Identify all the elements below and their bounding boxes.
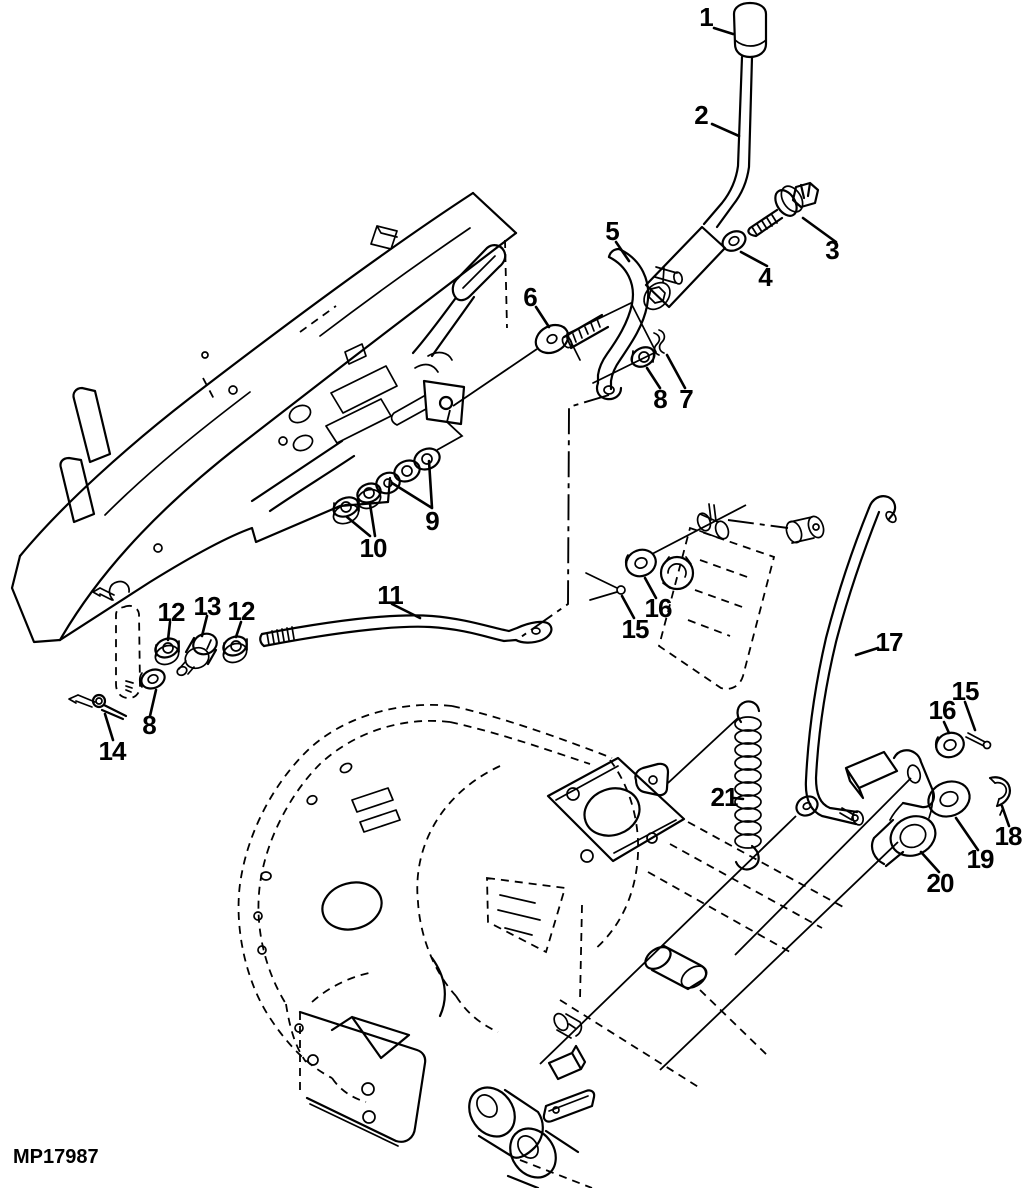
nut-12-left <box>154 637 180 666</box>
callout-4: 4 <box>758 262 773 292</box>
callout-3: 3 <box>825 235 840 265</box>
bushing-13 <box>176 632 218 677</box>
callout-1: 1 <box>699 2 714 32</box>
alignment-centerline-bracket-to-rod <box>520 394 610 638</box>
callout-17: 17 <box>875 627 904 657</box>
callout-15-left: 15 <box>621 614 650 644</box>
callout-18: 18 <box>994 821 1023 851</box>
callout-5: 5 <box>605 216 620 246</box>
cam-lever <box>785 495 897 826</box>
callout-16-left: 16 <box>644 593 673 623</box>
washer-16-right <box>934 731 965 759</box>
extension-spring <box>667 700 762 871</box>
shift-lever-knob <box>732 1 768 59</box>
shift-rod <box>259 614 553 648</box>
frame-assembly <box>10 191 518 644</box>
shift-lever <box>643 55 754 311</box>
nuts-10 <box>332 482 382 525</box>
assembly-centerlines <box>539 777 912 1071</box>
snap-ring-18 <box>988 776 1011 816</box>
cotter-clip-7 <box>653 329 666 356</box>
nut-8 <box>630 346 656 368</box>
callout-2: 2 <box>694 100 709 130</box>
callout-7: 7 <box>679 384 694 414</box>
callout-21: 21 <box>710 782 739 812</box>
transaxle-housing <box>237 704 846 1188</box>
washers-9 <box>375 409 464 495</box>
callout-11: 11 <box>377 580 403 610</box>
callout-13: 13 <box>193 591 222 621</box>
callout-8-lower: 8 <box>142 710 157 740</box>
cotter-pin-14 <box>68 693 128 721</box>
cotter-pin-15-left <box>585 572 626 601</box>
callout-16-right: 16 <box>928 695 957 725</box>
nut-12-right <box>222 635 248 664</box>
bolt <box>747 181 820 238</box>
callout-12-right: 12 <box>227 596 256 626</box>
callout-19: 19 <box>966 844 995 874</box>
callout-12-left: 12 <box>157 597 186 627</box>
callout-6: 6 <box>523 282 538 312</box>
callout-14: 14 <box>98 736 127 766</box>
callout-9: 9 <box>425 506 440 536</box>
shift-bracket <box>561 247 684 401</box>
washer-19 <box>927 780 971 818</box>
pivot-pin <box>651 503 789 555</box>
pivot-bracket-20 <box>844 749 937 868</box>
drawing-code: MP17987 <box>13 1146 99 1168</box>
washer-4 <box>721 230 747 252</box>
phantom-bracket <box>657 526 776 690</box>
cotter-pin-15-right <box>965 732 992 750</box>
washer-8-left <box>138 668 166 690</box>
callout-20: 20 <box>926 868 955 898</box>
washer-6 <box>452 323 570 407</box>
callout-8: 8 <box>653 384 668 414</box>
pedal-arm <box>250 244 507 513</box>
washer-16-left <box>624 548 657 578</box>
phantom-link <box>92 580 141 699</box>
callout-15-right: 15 <box>951 676 980 706</box>
callout-leader-lines <box>103 26 1011 874</box>
callout-10: 10 <box>359 533 388 563</box>
